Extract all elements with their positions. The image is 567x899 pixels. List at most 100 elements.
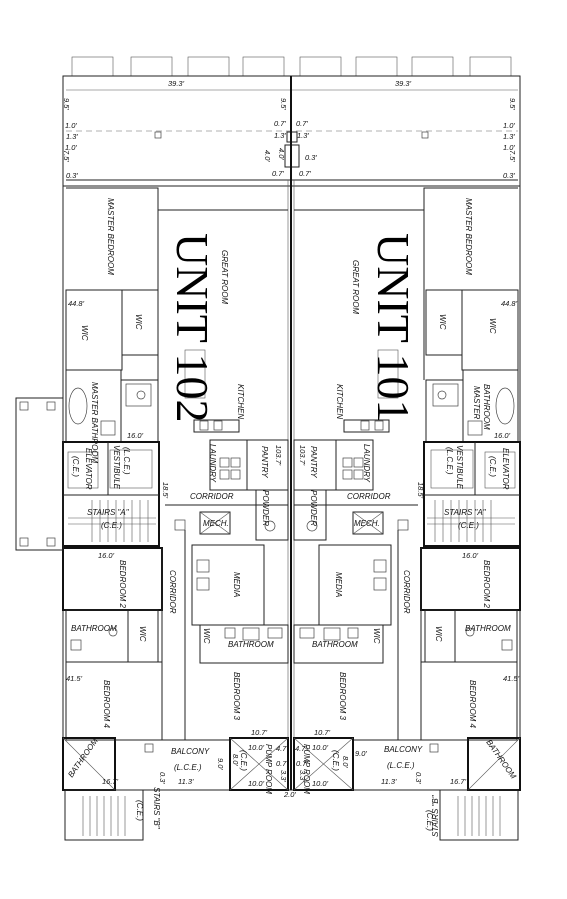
dim-0-7-c3: 0.7' xyxy=(272,169,284,178)
dim-10-7-r: 10.7' xyxy=(314,728,331,737)
master-bedroom-label: MASTER BEDROOM xyxy=(106,198,115,275)
dim-7-5-r: 7.5' xyxy=(508,150,517,162)
balcony-label-102: BALCONY xyxy=(171,747,210,756)
stairs-a-ce-label-101: (C.E.) xyxy=(458,521,479,530)
great-room-label-101: GREAT ROOM xyxy=(351,260,360,314)
unit-101-room-labels: MASTER BEDROOM GREAT ROOM WIC WIC BATHRO… xyxy=(302,198,510,794)
elevator-ce-label: (C.E.) xyxy=(71,456,80,477)
dim-0-3-bl: 0.3' xyxy=(158,772,167,784)
unit-102-room-labels: MASTER BEDROOM GREAT ROOM WIC WIC MASTER… xyxy=(71,198,273,794)
dim-11-3-l: 11.3' xyxy=(178,777,194,786)
kitchen-label: KITCHEN xyxy=(236,384,245,419)
pump-ce-label: (C.E.) xyxy=(239,750,248,771)
dim-4-0-c1: 4.0' xyxy=(263,150,272,162)
dim-103-7-l: 103.7' xyxy=(274,445,283,466)
dimension-labels: 39.3' 39.3' 9.5' 9.5' 9.5' 0.7' 0.7' 1.0… xyxy=(62,79,520,799)
dim-8-0-r: 8.0' xyxy=(341,756,350,768)
dim-1-3-r: 1.3' xyxy=(503,132,515,141)
bathroom-bottom-label-102: BATHROOM xyxy=(66,736,100,779)
wic-media-label: WIC xyxy=(202,628,211,644)
dim-1-0-l2: 1.0' xyxy=(65,143,77,152)
dim-10-0-r2: 10.0' xyxy=(312,779,329,788)
powder-label-101: POWDER xyxy=(309,490,318,526)
dim-2-0: 2.0' xyxy=(283,790,296,799)
vestibule-label-101: VESTIBULE xyxy=(455,445,464,490)
balcony-lce-label-102: (L.C.E.) xyxy=(174,763,202,772)
dim-4-7-r: 4.7' xyxy=(295,744,307,753)
dim-1-0-r: 1.0' xyxy=(503,121,515,130)
elevator-label-101: ELEVATOR xyxy=(501,448,510,490)
wic-label-101: WIC xyxy=(438,314,447,330)
dim-10-7-l: 10.7' xyxy=(251,728,268,737)
powder-label: POWDER xyxy=(261,490,270,526)
dim-4-0-c2: 4.0' xyxy=(277,148,286,160)
dim-39-3-left: 39.3' xyxy=(168,79,185,88)
dim-0-7-c2: 0.7' xyxy=(296,119,308,128)
master-bathroom-label-101a: BATHROOM xyxy=(482,384,491,430)
dim-4-7-l: 4.7' xyxy=(276,744,288,753)
wic-label-101-2: WIC xyxy=(488,318,497,334)
media-label-101: MEDIA xyxy=(334,572,343,597)
unit-101-title: UNIT 101 xyxy=(368,233,419,423)
stairs-a-label-101: STAIRS "A" xyxy=(444,508,487,517)
bathroom-center-label-102: BATHROOM xyxy=(228,640,274,649)
dim-1-3-l: 1.3' xyxy=(66,132,78,141)
laundry-label: LAUNDRY xyxy=(208,444,217,483)
dim-16-7-l: 16.7' xyxy=(102,777,119,786)
wic-bath-label-101: WIC xyxy=(434,626,443,642)
dim-3-3-r: 3.3' xyxy=(298,770,307,782)
dim-0-7-b1: 0.7' xyxy=(276,759,288,768)
dim-16-0-l: 16.0' xyxy=(127,431,144,440)
stairs-b-label-102: STAIRS "B" xyxy=(152,787,161,830)
bedroom-4-label: BEDROOM 4 xyxy=(102,680,111,729)
dim-8-0-l: 8.0' xyxy=(231,754,240,766)
dim-41-5-r: 41.5' xyxy=(503,674,520,683)
bedroom-2-label-101: BEDROOM 2 xyxy=(482,560,491,609)
bedroom-4-label-101: BEDROOM 4 xyxy=(468,680,477,729)
dim-44-8-r: 44.8' xyxy=(501,299,518,308)
balcony-lce-label-101: (L.C.E.) xyxy=(387,761,415,770)
corridor-vertical-label: CORRIDOR xyxy=(168,570,177,614)
dim-0-7-c1: 0.7' xyxy=(274,119,286,128)
wic-bath-label: WIC xyxy=(138,626,147,642)
master-bathroom-label: MASTER BATHROOM xyxy=(90,382,99,464)
bathroom-bottom-label-101: BATHROOM xyxy=(484,738,518,781)
dim-0-3-r: 0.3' xyxy=(503,171,515,180)
master-bedroom-label-101: MASTER BEDROOM xyxy=(464,198,473,275)
dim-1-3-c: 1.3' xyxy=(274,131,286,140)
master-bathroom-label-101b: MASTER xyxy=(472,386,481,420)
dim-0-7-b2: 0.7' xyxy=(296,759,308,768)
dim-16-0-r2: 16.0' xyxy=(462,551,479,560)
dim-41-5-l: 41.5' xyxy=(66,674,83,683)
stairs-a-label-102: STAIRS "A" xyxy=(87,508,130,517)
bathroom-label-102: BATHROOM xyxy=(71,624,117,633)
dim-1-0-r2: 1.0' xyxy=(503,143,515,152)
kitchen-label-101: KITCHEN xyxy=(335,384,344,419)
dim-0-3-c: 0.3' xyxy=(305,153,317,162)
stairs-b-label-101: STAIRS "B" xyxy=(431,794,440,837)
mech-label-102: MECH. xyxy=(203,519,229,528)
wic-label: WIC xyxy=(80,325,89,341)
dim-9-5-c1: 9.5' xyxy=(279,98,288,110)
corridor-label-101: CORRIDOR xyxy=(347,492,391,501)
bedroom-3-label-101: BEDROOM 3 xyxy=(338,672,347,721)
dim-9-0-l: 9.0' xyxy=(216,758,225,770)
dim-10-0-l2: 10.0' xyxy=(248,779,265,788)
dim-18-5-r: 18.5' xyxy=(416,482,425,499)
bedroom-2-label: BEDROOM 2 xyxy=(118,560,127,609)
dim-16-7-r: 16.7' xyxy=(450,777,467,786)
unit-102-title: UNIT 102 xyxy=(167,233,218,423)
mech-label-101: MECH. xyxy=(354,519,380,528)
dim-3-3-l: 3.3' xyxy=(279,770,288,782)
dim-9-5-l1: 9.5' xyxy=(62,98,71,110)
media-label: MEDIA xyxy=(232,572,241,597)
dim-1-0-l: 1.0' xyxy=(65,121,77,130)
dim-9-5-r1: 9.5' xyxy=(508,98,517,110)
vestibule-lce-label: (L.C.E.) xyxy=(122,447,131,475)
dim-16-0-l2: 16.0' xyxy=(98,551,115,560)
bathroom-label-101: BATHROOM xyxy=(465,624,511,633)
dim-0-3-br: 0.3' xyxy=(414,772,423,784)
dim-10-0-l1: 10.0' xyxy=(248,743,265,752)
